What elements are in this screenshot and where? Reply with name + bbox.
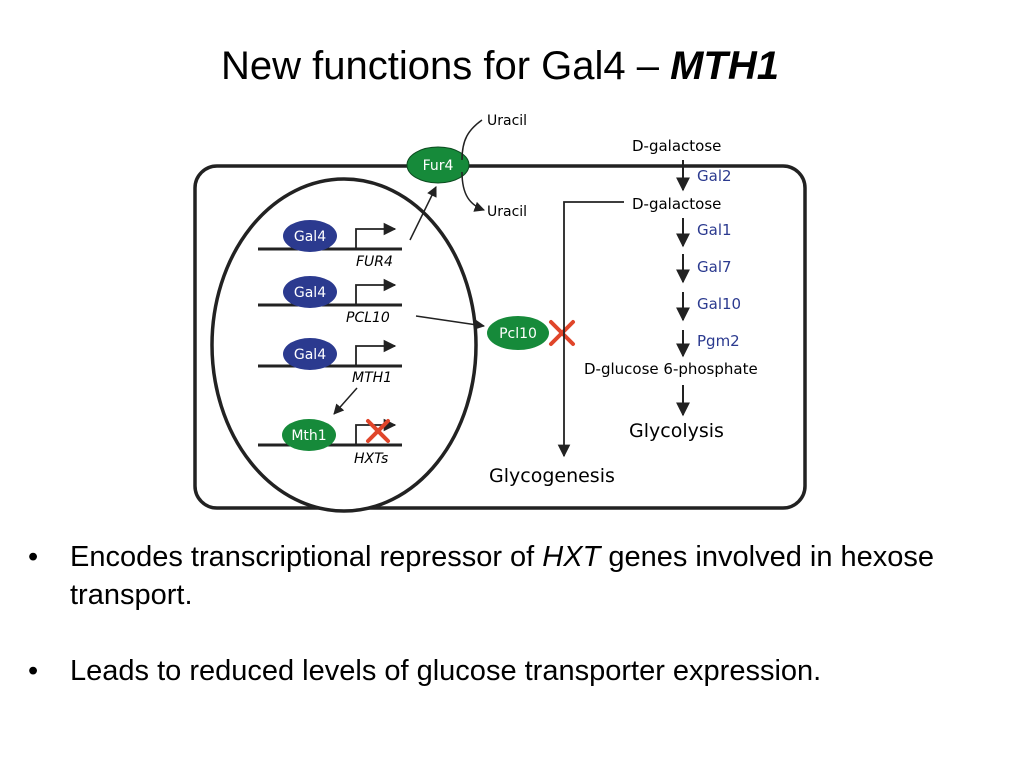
gal4-label: Gal4 (294, 229, 326, 245)
promoter-arrow (355, 278, 397, 305)
gal4-label: Gal4 (294, 285, 326, 301)
gal2-label: Gal2 (697, 167, 732, 185)
bullet-text: Encodes transcriptional repressor of (70, 541, 543, 573)
repression-cross-icon (366, 419, 390, 443)
slide-title: New functions for Gal4 – MTH1 (0, 38, 1000, 94)
promoter-arrow (355, 339, 397, 366)
bullet-text-continued: genes involved in hexose transport. (70, 541, 935, 611)
bullet-item: • Encodes transcriptional repressor of HX… (28, 538, 988, 614)
gal4-oval (283, 220, 337, 252)
cell-membrane (193, 164, 807, 510)
gene-row-pcl10: Gal4 PCL10 (258, 276, 402, 326)
uracil-import-arrow-out (461, 171, 485, 212)
mth1-oval (282, 419, 336, 451)
pcl10-label: Pcl10 (499, 326, 537, 342)
gal4-label: Gal4 (294, 347, 326, 363)
gene-label: HXTs (354, 451, 388, 467)
promoter-arrow (355, 222, 397, 249)
gene-row-mth1: Gal4 MTH1 (258, 338, 402, 386)
pcl10-oval (487, 316, 549, 350)
bullet-dot: • (28, 655, 39, 687)
uracil-inside-label: Uracil (487, 204, 527, 220)
glycogenesis-arrow (557, 201, 624, 458)
gene-row-fur4: Gal4 FUR4 (258, 220, 402, 270)
gal4-oval (283, 276, 337, 308)
glycolysis-label: Glycolysis (629, 420, 724, 442)
title-prefix: New functions for Gal4 – (221, 44, 671, 88)
gene-label: PCL10 (346, 310, 390, 326)
dgalactose-inside-label: D-galactose (632, 195, 721, 213)
title-gene: MTH1 (670, 44, 779, 88)
dgalactose-outside-label: D-galactose (632, 137, 721, 155)
uracil-import-arrow-in (461, 119, 483, 161)
glycogenesis-label: Glycogenesis (489, 465, 615, 487)
glucose-6-phosphate-label: D-glucose 6-phosphate (584, 360, 758, 378)
uracil-outside-label: Uracil (487, 113, 527, 129)
bullet-dot: • (28, 541, 39, 573)
gal10-label: Gal10 (697, 295, 741, 313)
gal1-label: Gal1 (697, 221, 732, 239)
mth1-label: Mth1 (291, 428, 326, 444)
pcl10-cross-icon (549, 320, 575, 346)
pgm2-label: Pgm2 (697, 332, 740, 350)
fur4-expression-arrow (409, 186, 437, 241)
gene-label: FUR4 (356, 254, 393, 270)
bullet-list: • Encodes transcriptional repressor of HX… (28, 538, 988, 728)
mth1-expression-arrow (333, 387, 358, 415)
gal4-oval (283, 338, 337, 370)
gal7-label: Gal7 (697, 258, 732, 276)
fur4-transporter (406, 146, 470, 184)
pcl10-expression-arrow (415, 315, 486, 330)
bullet-item: • Leads to reduced levels of glucose tran… (28, 652, 988, 690)
bullet-text: Leads to reduced levels of glucose trans… (70, 655, 822, 687)
bullet-italic-text: HXT (542, 541, 601, 573)
gene-label: MTH1 (352, 370, 392, 386)
gene-row-hxts: Mth1 HXTs (258, 418, 402, 467)
fur4-label: Fur4 (423, 158, 454, 174)
nucleus (210, 177, 478, 513)
